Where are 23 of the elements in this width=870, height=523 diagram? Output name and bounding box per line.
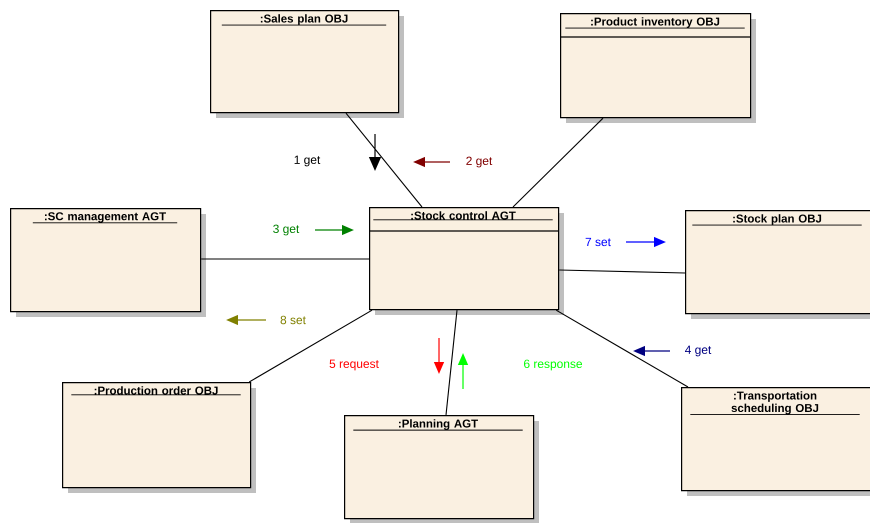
connector-line — [512, 118, 604, 208]
connector-line — [346, 112, 422, 208]
connector-line — [559, 269, 686, 274]
message-label: 4 get — [685, 346, 712, 356]
object-box: :Sales plan OBJ — [210, 10, 404, 118]
object-box: :Planning AGT — [344, 415, 539, 523]
message-label: 5 request — [330, 360, 379, 370]
connector-line — [201, 258, 369, 260]
message-label: 6 response — [524, 360, 582, 370]
message-label: 8 set — [280, 316, 306, 324]
object-box: :Production order OBJ — [62, 382, 256, 493]
message-label: 3 get — [273, 224, 300, 236]
object-box: :Transportation scheduling OBJ — [681, 387, 870, 496]
object-box: :Stock plan OBJ — [685, 210, 870, 319]
object-box: :SC management AGT — [10, 208, 206, 317]
object-box: :Stock control AGT — [369, 207, 564, 315]
connector-line — [445, 310, 458, 416]
connector-line — [556, 310, 688, 388]
message-label: 7 set — [586, 238, 611, 246]
connector-line — [248, 310, 372, 382]
message-label: 2 get — [466, 156, 492, 168]
message-label: 1 get — [294, 156, 320, 166]
object-box: :Product inventory OBJ — [560, 13, 756, 123]
